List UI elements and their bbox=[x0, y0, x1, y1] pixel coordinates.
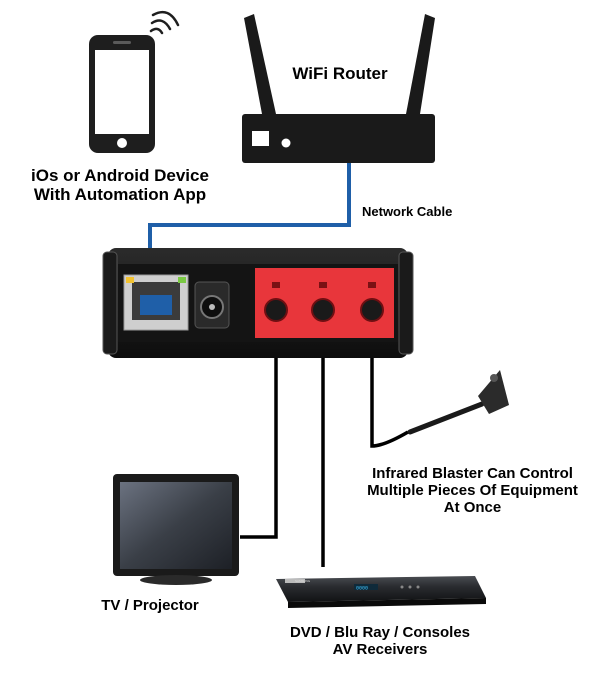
network-cable-label: Network Cable bbox=[362, 204, 453, 219]
smartphone-icon bbox=[89, 35, 155, 153]
wifi-signal-icon bbox=[149, 10, 180, 35]
dvd-brand-label: SAMSUNG bbox=[295, 579, 311, 583]
ir-blaster-label-line3: At Once bbox=[443, 498, 502, 516]
dvd-label: DVD / Blu Ray / Consoles AV Receivers bbox=[240, 624, 520, 659]
ir-blaster-label-line2: Multiple Pieces Of Equipment bbox=[367, 481, 578, 499]
dvd-label-line2: AV Receivers bbox=[332, 640, 428, 658]
phone-label-line2: With Automation App bbox=[33, 185, 207, 205]
ir-blaster-label-line1: Infrared Blaster Can Control bbox=[372, 465, 573, 482]
ir-blaster-icon bbox=[407, 370, 509, 435]
ir-wire-tv bbox=[240, 315, 278, 539]
power-jack bbox=[194, 281, 230, 329]
phone-label-line1: iOs or Android Device bbox=[31, 166, 209, 185]
tv-label: TV / Projector bbox=[101, 597, 199, 614]
dvd-label-line1: DVD / Blu Ray / Consoles bbox=[289, 624, 471, 641]
dvd-display: 0000 bbox=[356, 586, 368, 592]
ir-controller-box bbox=[102, 248, 414, 358]
ir-port-panel bbox=[255, 268, 394, 338]
ir-port bbox=[264, 298, 384, 322]
ethernet-port bbox=[123, 274, 189, 331]
dvd-player-icon: SAMSUNG 0000 bbox=[276, 576, 486, 608]
ir-blaster-label: Infrared Blaster Can Control Multiple Pi… bbox=[340, 465, 605, 516]
tv-icon bbox=[113, 474, 239, 585]
ir-port-indicator bbox=[272, 282, 376, 288]
router-label: WiFi Router bbox=[292, 64, 388, 83]
ir-wire-blaster bbox=[370, 315, 409, 448]
wifi-router-icon bbox=[242, 14, 435, 163]
phone-label: iOs or Android Device With Automation Ap… bbox=[10, 166, 230, 204]
